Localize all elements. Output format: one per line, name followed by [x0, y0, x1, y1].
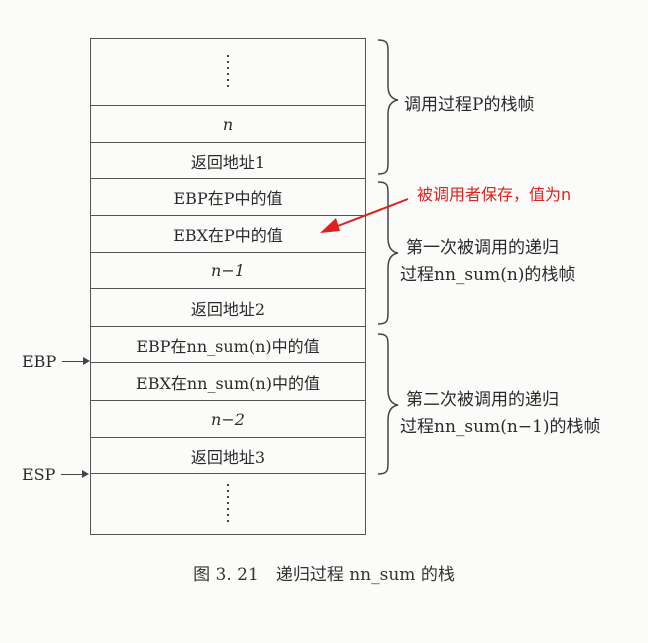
ebp-arrow-icon	[62, 357, 91, 364]
stack-cell-ebp-in-p: EBP在P中的值	[91, 179, 365, 216]
annotation-arrowhead-icon	[320, 218, 340, 233]
label-second-call-line1: 第二次被调用的递归	[406, 390, 559, 410]
label-p-frame: 调用过程P的栈帧	[404, 95, 535, 115]
stack-cell-ebp-in-nn-sum: EBP在nn_sum(n)中的值	[91, 327, 365, 363]
ebp-label: EBP	[22, 352, 57, 371]
esp-label: ESP	[22, 465, 56, 484]
brace-second-call-icon	[377, 333, 399, 475]
ebp-pointer: EBP	[22, 352, 91, 371]
brace-first-call-icon	[377, 181, 399, 325]
stack-cell-return-address-1: 返回地址1	[91, 143, 365, 179]
vertical-ellipsis-icon	[227, 55, 229, 89]
esp-pointer: ESP	[22, 465, 90, 484]
annotation-arrow-line	[329, 198, 409, 230]
stack-cell-bottom-ellipsis	[91, 474, 365, 535]
stack-cell-n-minus-2: n−2	[91, 401, 365, 438]
label-second-call-line2: 过程nn_sum(n−1)的栈帧	[400, 417, 601, 437]
stack-cell-ebx-in-p: EBX在P中的值	[91, 216, 365, 253]
stack-cell-n: n	[91, 105, 365, 143]
label-first-call-line1: 第一次被调用的递归	[406, 238, 559, 258]
vertical-ellipsis-icon	[227, 484, 229, 524]
stack-diagram: n 返回地址1 EBP在P中的值 EBX在P中的值 n−1 返回地址2 EBP在…	[90, 38, 366, 535]
stack-cell-return-address-3: 返回地址3	[91, 438, 365, 474]
label-first-call-line2: 过程nn_sum(n)的栈帧	[400, 265, 576, 285]
stack-cell-return-address-2: 返回地址2	[91, 289, 365, 327]
stack-cell-ebx-in-nn-sum: EBX在nn_sum(n)中的值	[91, 363, 365, 401]
esp-arrow-icon	[61, 470, 90, 477]
figure-caption: 图 3. 21 递归过程 nn_sum 的栈	[193, 565, 455, 585]
stack-cell-n-minus-1: n−1	[91, 253, 365, 289]
brace-p-frame-icon	[377, 39, 399, 175]
stack-cell-top-ellipsis	[91, 39, 365, 105]
annotation-note: 被调用者保存，值为n	[417, 185, 572, 204]
